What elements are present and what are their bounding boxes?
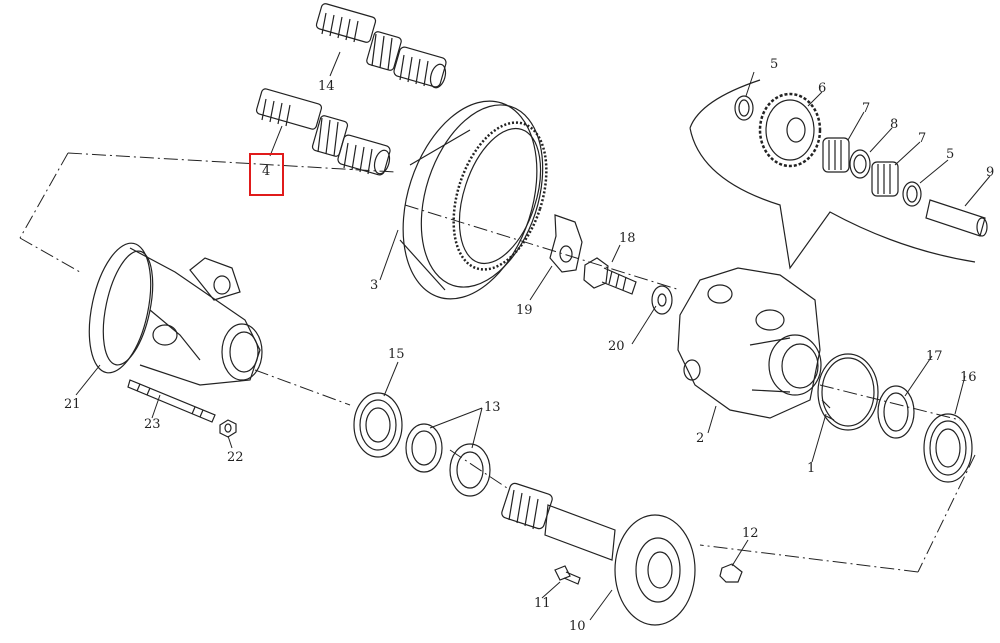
- callout-11: 11: [534, 596, 551, 611]
- part-10-flange-shaft: [501, 482, 696, 626]
- part-5-washer-right: [902, 181, 922, 207]
- part-21-housing: [88, 242, 263, 386]
- leader-lines: [75, 51, 991, 621]
- highlight-box-part-4: [249, 153, 284, 196]
- callout-13: 13: [484, 400, 501, 415]
- part-8-spacer: [849, 149, 871, 179]
- callout-3: 3: [370, 278, 379, 293]
- callout-4: 4: [262, 164, 271, 179]
- part-17-spacer: [877, 385, 915, 439]
- part-19-tab-washer: [549, 214, 583, 273]
- part-6-gear: [758, 92, 822, 168]
- part-3-ring-gear: [399, 100, 548, 300]
- part-22-nut: [219, 419, 237, 438]
- part-14-shaft: [315, 3, 447, 89]
- part-20-washer: [651, 285, 673, 315]
- dashdot-boundary: [19, 152, 976, 573]
- part-13-bearing-pair: [405, 423, 491, 497]
- callout-9: 9: [986, 165, 995, 180]
- part-1-snap-ring: [817, 353, 879, 431]
- callout-23: 23: [144, 417, 161, 432]
- callout-1: 1: [807, 461, 816, 476]
- callout-5-right: 5: [946, 147, 955, 162]
- part-7-needle-bearing-right: [871, 161, 899, 197]
- detail-bubble: [689, 79, 976, 270]
- part-18-bolt: [583, 257, 637, 295]
- part-12-fitting: [719, 563, 743, 583]
- callout-16: 16: [960, 370, 977, 385]
- callout-19: 19: [516, 303, 533, 318]
- callout-7-left: 7: [862, 101, 871, 116]
- part-15-bearing: [353, 392, 403, 458]
- part-7-needle-bearing-left: [822, 137, 850, 173]
- callout-8: 8: [890, 117, 899, 132]
- callout-15: 15: [388, 347, 405, 362]
- callout-17: 17: [926, 349, 943, 364]
- callout-22: 22: [227, 450, 244, 465]
- part-4-shaft: [255, 88, 391, 176]
- callout-2: 2: [696, 431, 705, 446]
- callout-12: 12: [742, 526, 759, 541]
- part-23-stud: [127, 379, 216, 423]
- part-11-screw: [554, 565, 581, 585]
- part-2-carrier: [677, 267, 822, 419]
- part-5-washer-left: [734, 95, 754, 121]
- callout-18: 18: [619, 231, 636, 246]
- callout-7-right: 7: [918, 131, 927, 146]
- callout-20: 20: [608, 339, 625, 354]
- part-9-pin: [925, 199, 988, 237]
- callout-10: 10: [569, 619, 586, 634]
- callout-21: 21: [64, 397, 81, 412]
- callout-14: 14: [318, 79, 335, 94]
- part-16-bearing: [923, 413, 973, 483]
- callout-6: 6: [818, 81, 827, 96]
- callout-5-left: 5: [770, 57, 779, 72]
